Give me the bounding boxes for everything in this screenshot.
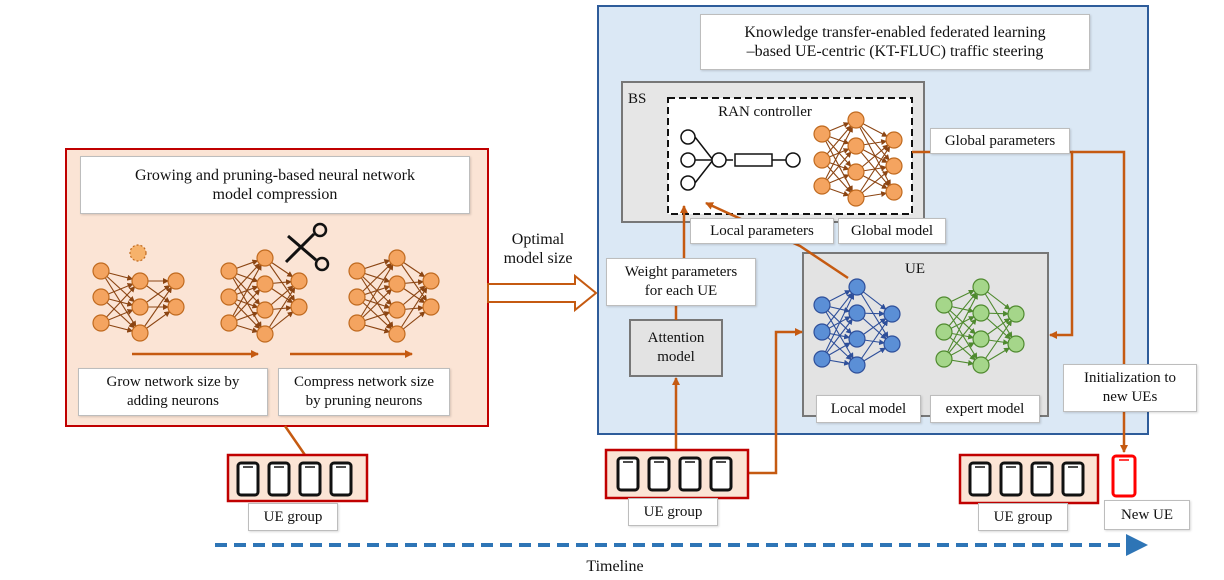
scissors-icon: [284, 222, 330, 272]
global-model-label: Global model: [838, 218, 946, 244]
local-parameters-label: Local parameters: [690, 218, 834, 244]
phone-icon: [298, 461, 322, 497]
added-neuron-dotted: [129, 244, 147, 262]
global-params-to-new-ue-arrow: [1072, 150, 1128, 453]
ran-controller-label: RAN controller: [718, 104, 812, 120]
attention-schematic: [680, 129, 801, 191]
ue-group-label-left: UE group: [248, 503, 338, 531]
ue-group-to-local-model-arrow: [748, 328, 803, 475]
phone-icon: [267, 461, 291, 497]
compress-label: Compress network size by pruning neurons: [278, 368, 450, 416]
ue-group-label-right: UE group: [978, 503, 1068, 531]
phone-icon: [709, 456, 733, 492]
new-ue-label: New UE: [1104, 500, 1190, 530]
attention-model-label: Attention model: [647, 330, 705, 365]
compression-title: Growing and pruning-based neural network…: [80, 156, 470, 214]
initialization-label: Initialization to new UEs: [1063, 364, 1197, 412]
phone-icon: [968, 461, 992, 497]
bs-label: BS: [628, 91, 647, 107]
optimal-model-size-arrow: [487, 273, 598, 313]
net-original: [92, 262, 185, 342]
new-ue-phone-icon: [1111, 454, 1137, 498]
net-expert-model: [935, 278, 1025, 374]
phone-icon: [647, 456, 671, 492]
phone-icon: [236, 461, 260, 497]
net-pruned: [348, 249, 440, 343]
global-parameters-label: Global parameters: [930, 128, 1070, 154]
net-local-model: [813, 278, 901, 374]
timeline-arrowhead: [1126, 534, 1148, 556]
phone-icon: [1030, 461, 1054, 497]
local-model-label: Local model: [816, 395, 921, 423]
expert-model-label: expert model: [930, 395, 1040, 423]
local-params-arrow: [705, 201, 849, 280]
kt-fluc-title: Knowledge transfer-enabled federated lea…: [700, 14, 1090, 70]
weight-parameters-label: Weight parameters for each UE: [606, 258, 756, 306]
phone-icon: [329, 461, 353, 497]
ue-label: UE: [905, 261, 925, 277]
timeline-label: Timeline: [586, 558, 644, 575]
compression-to-ue-group-line: [283, 425, 307, 456]
grow-label: Grow network size by adding neurons: [78, 368, 268, 416]
phone-icon: [1061, 461, 1085, 497]
network-diagrams: [92, 111, 1025, 374]
net-global-model: [813, 111, 903, 207]
phone-icon: [616, 456, 640, 492]
ue-group-label-middle: UE group: [628, 498, 718, 526]
phone-icons: [236, 456, 1085, 497]
optimal-model-size-label: Optimal model size: [503, 231, 573, 267]
phone-icon: [999, 461, 1023, 497]
net-grown: [220, 249, 308, 343]
phone-icon: [678, 456, 702, 492]
